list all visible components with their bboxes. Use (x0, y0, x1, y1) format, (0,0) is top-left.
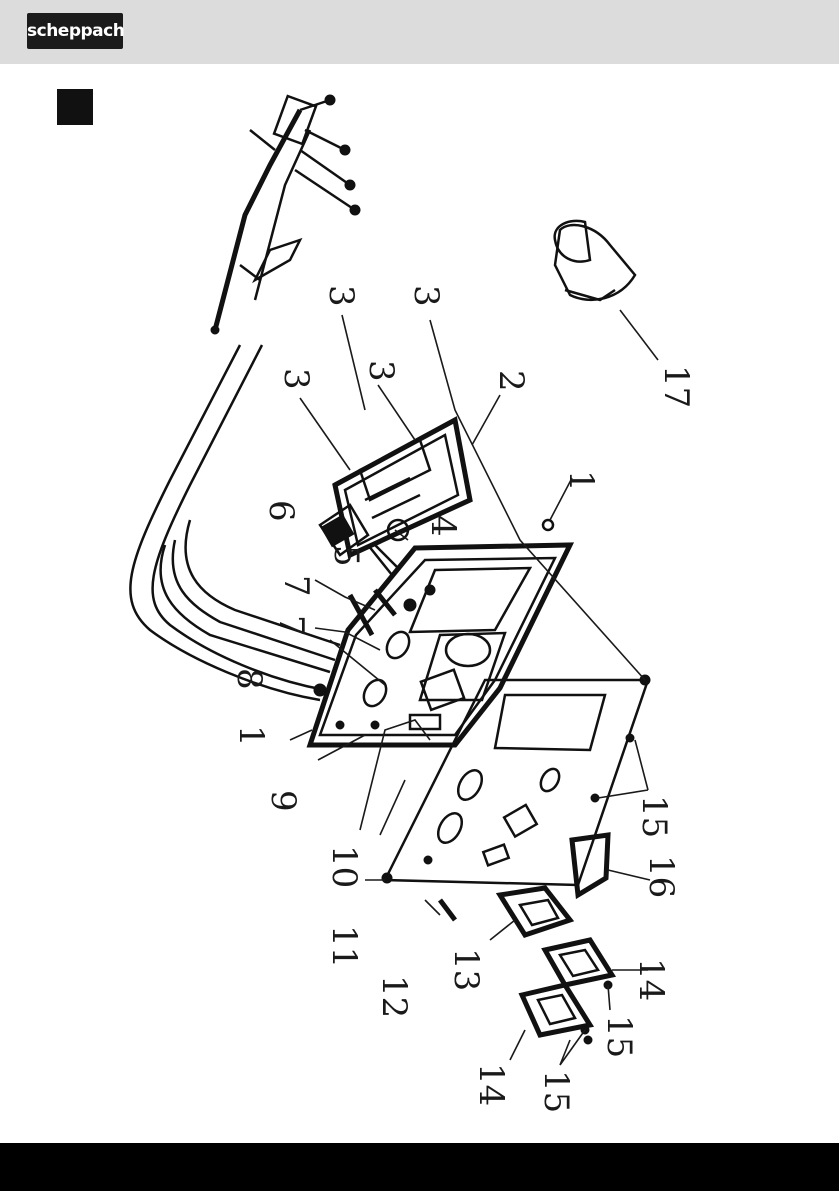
callout-15-b: 15 (599, 1015, 639, 1058)
callout-3-a: 3 (321, 285, 361, 307)
callout-2: 2 (491, 370, 531, 392)
callout-7-b: 7 (271, 615, 311, 637)
callout-14-a: 14 (631, 958, 671, 1001)
socket-parts (440, 835, 612, 1044)
page-footer-bar (0, 1143, 839, 1191)
callout-3-c: 3 (276, 368, 316, 390)
callout-8: 8 (229, 668, 269, 690)
callout-1-top: 1 (561, 470, 601, 492)
callout-11: 11 (324, 925, 364, 968)
callout-13: 13 (446, 948, 486, 991)
callout-9: 9 (263, 790, 303, 812)
callout-14-b: 14 (471, 1063, 511, 1106)
callout-10: 10 (324, 845, 364, 888)
callout-3-b: 3 (406, 285, 446, 307)
cable-loop (130, 345, 340, 700)
callout-5: 5 (326, 545, 366, 567)
callout-4: 4 (423, 515, 463, 537)
callout-16: 16 (641, 855, 681, 898)
callout-7-a: 7 (276, 575, 316, 597)
callout-17: 17 (656, 365, 696, 408)
callout-12: 12 (374, 975, 414, 1018)
callout-6: 6 (261, 500, 301, 522)
callout-3-d: 3 (361, 360, 401, 382)
back-plate (382, 675, 650, 885)
callout-15-a: 15 (634, 795, 674, 838)
callout-15-c: 15 (536, 1070, 576, 1113)
callout-1-left: 1 (231, 725, 271, 747)
knob-part (555, 221, 635, 300)
